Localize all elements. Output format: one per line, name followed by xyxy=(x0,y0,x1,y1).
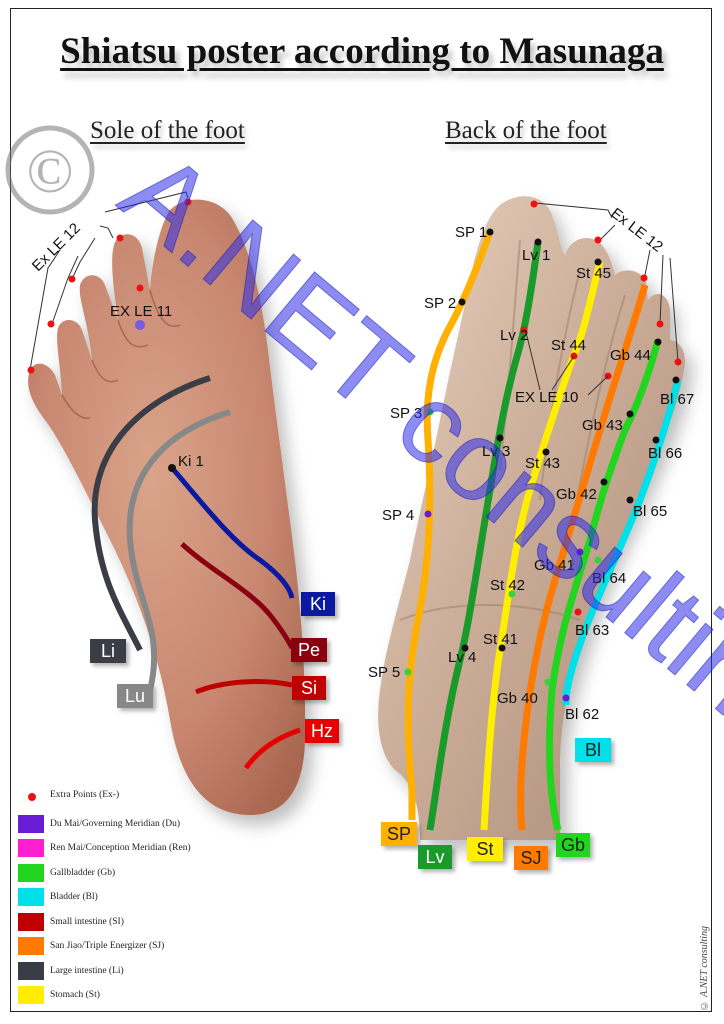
st-44-label: St 44 xyxy=(551,337,586,354)
red-dot-icon xyxy=(28,793,36,801)
st-43-label: St 43 xyxy=(525,455,560,472)
back-of-foot-heading: Back of the foot xyxy=(445,117,607,144)
lv-3-label: Lv 3 xyxy=(482,443,510,460)
swatch-icon xyxy=(18,912,44,931)
back-ex-le-12-label: Ex LE 12 xyxy=(608,205,666,256)
gb-41-label: Gb 41 xyxy=(534,557,575,574)
sole-foot xyxy=(28,199,306,815)
sole-foot-shape xyxy=(28,199,306,815)
sp-1-label: SP 1 xyxy=(455,224,487,241)
back-meridian-gb xyxy=(546,339,662,831)
back-meridian-sj xyxy=(517,284,649,831)
swatch-icon xyxy=(18,937,44,955)
lv-2-label: Lv 2 xyxy=(500,327,528,344)
back-tag-gb: Gb xyxy=(556,833,590,857)
poster-title: Shiatsu poster according to Masunaga xyxy=(60,31,664,72)
sole-ki-1-point xyxy=(168,464,176,472)
sole-meridian-si xyxy=(195,679,293,695)
bl-62-label: Bl 62 xyxy=(565,706,599,723)
back-tag-sj: SJ xyxy=(514,846,548,870)
sp-4-label: SP 4 xyxy=(382,507,414,524)
sole-meridian-pe xyxy=(180,542,295,650)
sole-tag-ki: Ki xyxy=(301,592,335,616)
st-41-label: St 41 xyxy=(483,631,518,648)
sole-tag-si: Si xyxy=(292,676,326,700)
sole-meridian-hz xyxy=(243,727,301,770)
sole-meridian-li xyxy=(91,375,211,652)
svg-text:©: © xyxy=(26,138,73,206)
back-meridian-st xyxy=(480,261,604,831)
gb-42-label: Gb 42 xyxy=(556,486,597,503)
back-ex-le-12-leaders xyxy=(534,202,679,363)
ex-le-10-label: EX LE 10 xyxy=(515,389,578,406)
copyright-mark: © xyxy=(5,125,95,215)
sp-3-label: SP 3 xyxy=(390,405,422,422)
copyright-note: © A.NET consulting xyxy=(699,925,710,1010)
gb-43-label: Gb 43 xyxy=(582,417,623,434)
sole-extra-point xyxy=(116,234,124,242)
sole-tag-hz: Hz xyxy=(305,719,339,743)
swatch-icon xyxy=(18,814,44,833)
gb-44-label: Gb 44 xyxy=(610,347,651,364)
swatch-icon xyxy=(18,863,44,882)
sole-tag-li: Li xyxy=(90,639,126,663)
lv-4-label: Lv 4 xyxy=(448,649,476,666)
back-tag-lv: Lv xyxy=(418,845,452,869)
sole-meridian-lu xyxy=(126,409,231,691)
sole-du-point xyxy=(135,320,145,330)
sole-extra-point xyxy=(68,275,76,283)
back-meridian-lv xyxy=(426,241,542,831)
sole-tag-lu: Lu xyxy=(117,684,153,708)
swatch-icon xyxy=(18,961,44,980)
sole-ex-le-12-label: Ex LE 12 xyxy=(29,220,84,275)
sole-extra-point xyxy=(47,320,55,328)
st-42-label: St 42 xyxy=(490,577,525,594)
back-tag-bl: Bl xyxy=(575,738,611,762)
ex-le-10-leaders xyxy=(525,331,609,396)
sole-ex-le-12-leaders xyxy=(29,191,189,371)
bl-64-label: Bl 64 xyxy=(592,570,626,587)
lv-1-label: Lv 1 xyxy=(522,247,550,264)
sp-5-label: SP 5 xyxy=(368,664,400,681)
st-45-label: St 45 xyxy=(576,265,611,282)
back-meridian-bl xyxy=(562,379,682,706)
sole-extra-point xyxy=(184,198,192,206)
sole-ex-le-11-label: EX LE 11 xyxy=(110,303,172,320)
bl-63-label: Bl 63 xyxy=(575,622,609,639)
sole-meridian-ki xyxy=(170,466,295,599)
back-tag-sp: SP xyxy=(381,822,417,846)
swatch-icon xyxy=(18,986,44,1004)
back-tag-st: St xyxy=(467,837,503,861)
sole-extra-point xyxy=(27,366,35,374)
back-points xyxy=(404,200,682,702)
bl-65-label: Bl 65 xyxy=(633,503,667,520)
sp-2-label: SP 2 xyxy=(424,295,456,312)
gb-40-label: Gb 40 xyxy=(497,690,538,707)
back-meridian-sp xyxy=(404,230,494,820)
sole-ki-1-label: Ki 1 xyxy=(178,453,204,470)
sole-extra-point xyxy=(136,284,144,292)
swatch-icon xyxy=(18,839,44,857)
sole-of-foot-heading: Sole of the foot xyxy=(90,117,245,144)
bl-66-label: Bl 66 xyxy=(648,445,682,462)
swatch-icon xyxy=(18,888,44,906)
bl-67-label: Bl 67 xyxy=(660,391,694,408)
sole-tag-pe: Pe xyxy=(291,638,327,662)
